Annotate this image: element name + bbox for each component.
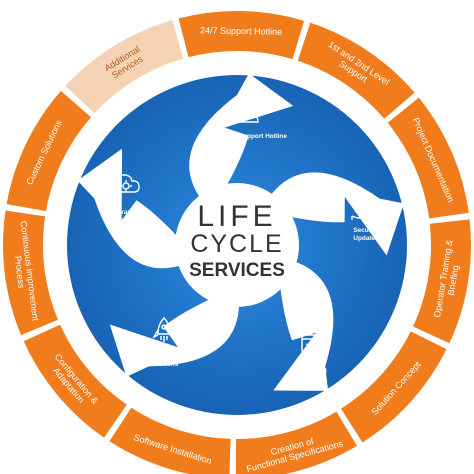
center-title-line2: CYCLE xyxy=(190,230,283,258)
inner-label-support-hotline: 3rd Level Support Hotline xyxy=(209,133,287,140)
outer-segment-6 xyxy=(235,411,357,474)
inner-label-security-line1: Security xyxy=(353,227,379,234)
inner-item-support-hotline: 3rd Level Support Hotline xyxy=(209,96,287,140)
bug-window-icon xyxy=(301,334,323,353)
outer-segment-text-1-0: 24/7 Support Hotline xyxy=(200,25,282,37)
inner-item-compatibility: Ensurance of Compatibility xyxy=(106,174,147,224)
outer-segment-8 xyxy=(23,324,127,438)
inner-label-security-line2: Updates xyxy=(353,235,379,242)
outer-segment-text-4-1: Briefing xyxy=(446,264,461,296)
inner-label-functions-line1: New WinGuard xyxy=(140,353,185,360)
cloud-gear-icon xyxy=(110,174,140,193)
inner-item-security-updates: Security Updates xyxy=(351,193,379,242)
inner-label-compatibility-line2: Compatibility xyxy=(106,217,147,224)
outer-segment-10 xyxy=(6,90,92,212)
swirl-arrow-4 xyxy=(77,148,181,269)
inner-label-functions-line2: Functions xyxy=(148,361,179,368)
swirl-arrow-1 xyxy=(270,172,404,256)
inner-item-new-functions: New WinGuard Functions xyxy=(140,317,186,368)
inner-label-compatibility-line1: Ensurance of xyxy=(106,209,147,216)
outer-segment-text-9-1: Process xyxy=(13,255,27,289)
outer-segment-4 xyxy=(413,219,471,344)
rocket-icon xyxy=(152,317,176,342)
outer-segment-9 xyxy=(2,210,58,336)
outer-segment-7 xyxy=(109,407,231,474)
outer-segment-3 xyxy=(387,97,469,219)
swirl-arrow-2 xyxy=(273,261,334,391)
outer-segment-2 xyxy=(297,22,415,119)
inner-item-bugfixing: Bugfixing xyxy=(297,334,327,374)
center-disc xyxy=(175,183,299,307)
outer-segment-5 xyxy=(341,331,447,443)
center-title-line3: SERVICES xyxy=(189,260,285,281)
inner-label-bugfixing: Bugfixing xyxy=(297,367,327,374)
swirl-arrows xyxy=(77,73,404,391)
center-title-line1: LIFE xyxy=(197,200,276,233)
tools-hand-icon xyxy=(351,193,377,220)
outer-segment-1 xyxy=(178,11,305,60)
swirl-arrow-0 xyxy=(189,73,294,198)
support-agent-icon xyxy=(237,96,259,123)
outer-segment-label-1: 24/7 Support Hotline xyxy=(200,25,282,37)
outer-segment-0 xyxy=(65,20,184,114)
